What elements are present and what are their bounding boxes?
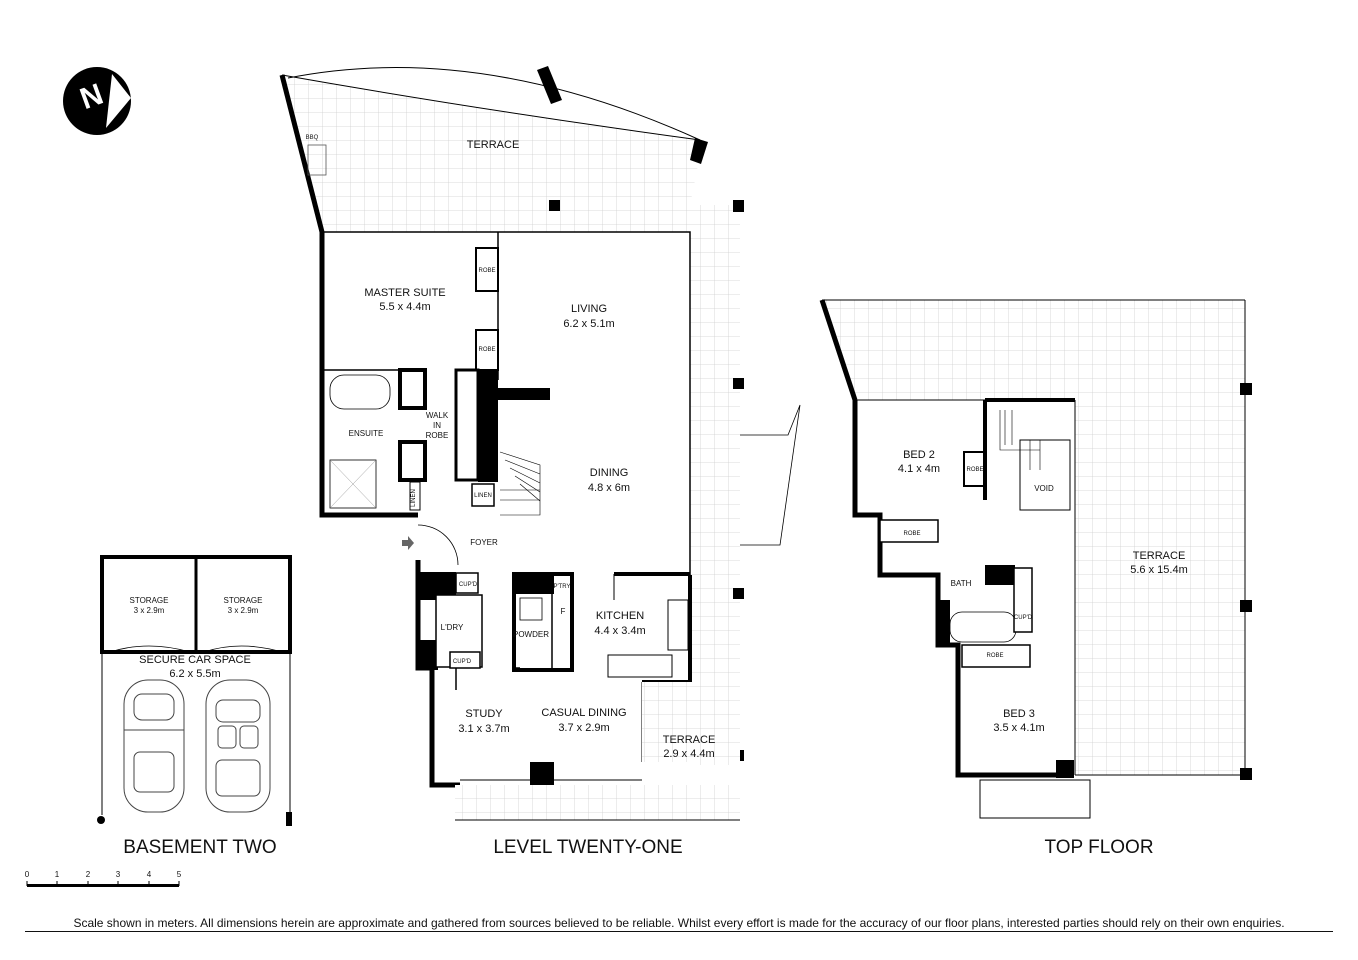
bed-2-label: BED 2	[903, 449, 935, 461]
basement-storage-1-dims: 3 x 2.9m	[134, 606, 165, 615]
level-twenty-one-plan: BBQ TERRACE ROBE ROBE	[279, 66, 801, 821]
pantry-label: P'TRY	[553, 584, 570, 590]
basement-title: BASEMENT TWO	[123, 837, 276, 858]
kitchen-label: KITCHEN	[596, 610, 644, 622]
scale-tick-0: 0	[25, 870, 30, 879]
basement-storage-1-label: STORAGE	[130, 596, 169, 605]
scale-tick-2: 2	[86, 870, 91, 879]
study-dims: 3.1 x 3.7m	[458, 723, 509, 735]
top-cupd-label: CUP'D	[1014, 615, 1033, 621]
top-terrace-dims: 5.6 x 15.4m	[1130, 564, 1187, 576]
top-robe-3-label: ROBE	[986, 653, 1003, 659]
terrace-north-label: TERRACE	[467, 139, 520, 151]
top-robe-2-label: ROBE	[903, 531, 920, 537]
robe-1-label: ROBE	[478, 268, 495, 274]
wir-label-3: ROBE	[426, 431, 449, 440]
master-suite-label: MASTER SUITE	[364, 287, 445, 299]
basement-storage-2-label: STORAGE	[224, 596, 263, 605]
top-robe-1-label: ROBE	[966, 467, 983, 473]
study-label: STUDY	[465, 708, 503, 720]
north-arrow-icon: N	[63, 67, 131, 135]
disclaimer-text: Scale shown in meters. All dimensions he…	[73, 916, 1285, 930]
bed-3-label: BED 3	[1003, 708, 1035, 720]
casual-dining-label: CASUAL DINING	[541, 707, 626, 719]
linen-1-label: LINEN	[411, 489, 417, 507]
bed-3-dims: 3.5 x 4.1m	[993, 722, 1044, 734]
cupd-1-label: CUP'D	[459, 582, 478, 588]
basement-plan: STORAGE 3 x 2.9m STORAGE 3 x 2.9m SECURE…	[97, 555, 292, 826]
wir-label-1: WALK	[426, 411, 449, 420]
car-space-label: SECURE CAR SPACE	[139, 654, 251, 666]
cupd-2-label: CUP'D	[453, 659, 472, 665]
staircase	[499, 451, 541, 516]
robe-2-label: ROBE	[478, 347, 495, 353]
void-label: VOID	[1034, 484, 1054, 493]
wir-label-2: IN	[433, 421, 441, 430]
living-label: LIVING	[571, 303, 607, 315]
scale-tick-4: 4	[147, 870, 152, 879]
top-floor-title: TOP FLOOR	[1044, 837, 1153, 858]
fridge-label: F	[561, 607, 566, 616]
kitchen-dims: 4.4 x 3.4m	[594, 625, 645, 637]
bath-label: BATH	[951, 579, 972, 588]
entry-arrow-icon	[402, 536, 414, 550]
scale-tick-1: 1	[55, 870, 60, 879]
dining-label: DINING	[590, 467, 629, 479]
scale-tick-5: 5	[177, 870, 182, 879]
bed-2-dims: 4.1 x 4m	[898, 463, 940, 475]
car-space-dims: 6.2 x 5.5m	[169, 668, 220, 680]
casual-dining-dims: 3.7 x 2.9m	[558, 722, 609, 734]
laundry-label: L'DRY	[441, 623, 464, 632]
foyer-label: FOYER	[470, 538, 498, 547]
top-terrace-label: TERRACE	[1133, 550, 1186, 562]
terrace-south-label: TERRACE	[663, 734, 716, 746]
bbq-label: BBQ	[306, 135, 319, 141]
ensuite-label: ENSUITE	[349, 429, 384, 438]
car-icon	[123, 679, 185, 813]
top-floor-plan: ROBE ROBE VOID CUP'D BATH ROBE BED 2 4.1…	[819, 299, 1252, 819]
living-dims: 6.2 x 5.1m	[563, 318, 614, 330]
level-title: LEVEL TWENTY-ONE	[493, 837, 682, 858]
master-suite-dims: 5.5 x 4.4m	[379, 301, 430, 313]
terrace-south-dims: 2.9 x 4.4m	[663, 748, 714, 760]
scale-bar: 0 1 2 3 4 5	[25, 870, 182, 887]
scale-tick-3: 3	[116, 870, 121, 879]
dining-dims: 4.8 x 6m	[588, 482, 630, 494]
linen-2-label: LINEN	[474, 493, 492, 499]
car-icon	[205, 679, 271, 813]
disclaimer-rule	[25, 931, 1333, 932]
powder-label: POWDER	[513, 630, 549, 639]
basement-storage-2-dims: 3 x 2.9m	[228, 606, 259, 615]
